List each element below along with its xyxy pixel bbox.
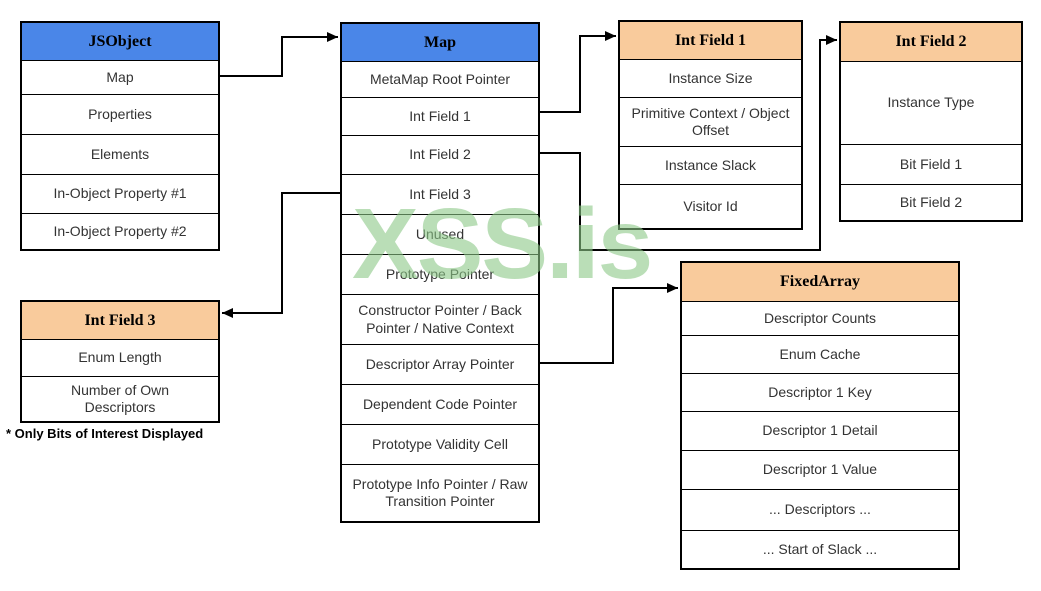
table-row: Unused — [342, 215, 538, 255]
table-row: ... Start of Slack ... — [762, 540, 878, 557]
table-row: Int Field 3 — [342, 175, 538, 215]
table-row: Visitor Id — [683, 197, 738, 214]
arrow-map-to-fixedarray — [540, 283, 678, 364]
fixedarray-box: FixedArray Descriptor Counts Enum Cache … — [680, 261, 960, 570]
table-row: Int Field 1 — [342, 98, 538, 136]
table-row: Instance Slack — [620, 147, 801, 185]
map-box: Map MetaMap Root Pointer Int Field 1 Int… — [340, 22, 540, 523]
table-row: Descriptor Array Pointer — [342, 345, 538, 385]
table-row: Descriptor 1 Key — [682, 374, 958, 412]
table-row: Constructor Pointer / Back Pointer / Nat… — [342, 295, 538, 345]
table-row: Bit Field 2 — [899, 193, 963, 210]
table-row: Enum Length — [22, 340, 218, 377]
int-field-1-box-header: Int Field 1 — [620, 22, 801, 60]
arrow-map-to-intfield3 — [222, 192, 340, 318]
int-field-3-box: Int Field 3 Enum Length Number of Own De… — [20, 300, 220, 423]
arrow-map-to-intfield2 — [540, 35, 837, 251]
int-field-2-box-header: Int Field 2 — [841, 23, 1021, 62]
table-row: Enum Cache — [682, 336, 958, 374]
table-row: MetaMap Root Pointer — [342, 62, 538, 98]
table-row: In-Object Property #1 — [22, 175, 218, 214]
int-field-2-box: Int Field 2 Instance Type Bit Field 1 Bi… — [839, 21, 1023, 222]
map-box-header: Map — [342, 24, 538, 62]
table-row: Instance Size — [620, 60, 801, 98]
table-row: Bit Field 1 — [841, 145, 1021, 185]
table-row: Prototype Pointer — [342, 255, 538, 295]
table-row: Descriptor 1 Value — [682, 451, 958, 490]
table-row: ... Descriptors ... — [682, 490, 958, 531]
table-row: Instance Type — [841, 62, 1021, 145]
jsobject-box-header: JSObject — [22, 23, 218, 61]
table-row: Elements — [22, 135, 218, 175]
int-field-1-box: Int Field 1 Instance Size Primitive Cont… — [618, 20, 803, 230]
table-row: Primitive Context / Object Offset — [620, 98, 801, 147]
table-row: Int Field 2 — [342, 136, 538, 175]
table-row: Prototype Info Pointer / Raw Transition … — [352, 475, 528, 510]
table-row: Map — [22, 61, 218, 95]
fixedarray-box-header: FixedArray — [682, 263, 958, 302]
table-row: Prototype Validity Cell — [342, 425, 538, 465]
table-row: Number of Own Descriptors — [70, 381, 170, 416]
table-row: Descriptor Counts — [682, 302, 958, 336]
arrow-map-to-intfield1 — [540, 31, 616, 113]
jsobject-box: JSObject Map Properties Elements In-Obje… — [20, 21, 220, 251]
table-row: In-Object Property #2 — [53, 222, 187, 239]
footnote-text: * Only Bits of Interest Displayed — [6, 426, 204, 441]
arrow-jsobject-to-map — [220, 32, 338, 77]
table-row: Descriptor 1 Detail — [682, 412, 958, 451]
table-row: Dependent Code Pointer — [342, 385, 538, 425]
int-field-3-box-header: Int Field 3 — [22, 302, 218, 340]
table-row: Properties — [22, 95, 218, 135]
